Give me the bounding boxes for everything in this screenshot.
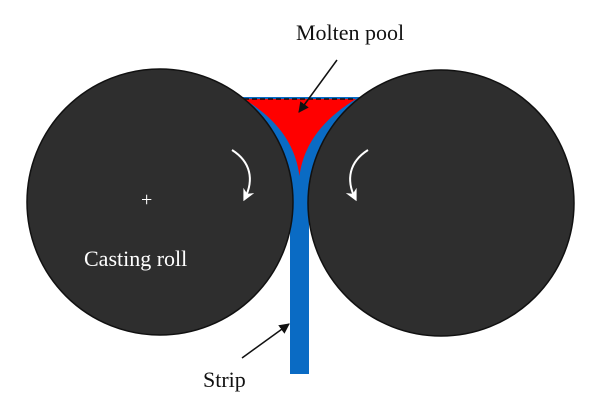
right-roll-rotation-arrow-icon [345, 149, 369, 202]
left-roll-rotation-arrow-icon [231, 149, 255, 202]
molten-pool [244, 99, 356, 176]
casting-roll-label: Casting roll [84, 246, 188, 271]
molten-pool-label: Molten pool [296, 20, 405, 45]
strip-label: Strip [203, 367, 246, 392]
strip-callout-arrow-icon [241, 323, 290, 359]
right-casting-roll [307, 69, 575, 337]
roll-center-mark: + [141, 189, 153, 211]
left-casting-roll [26, 68, 294, 336]
molten-pool-callout-arrow-icon [298, 59, 338, 113]
solidified-shell [240, 97, 360, 374]
